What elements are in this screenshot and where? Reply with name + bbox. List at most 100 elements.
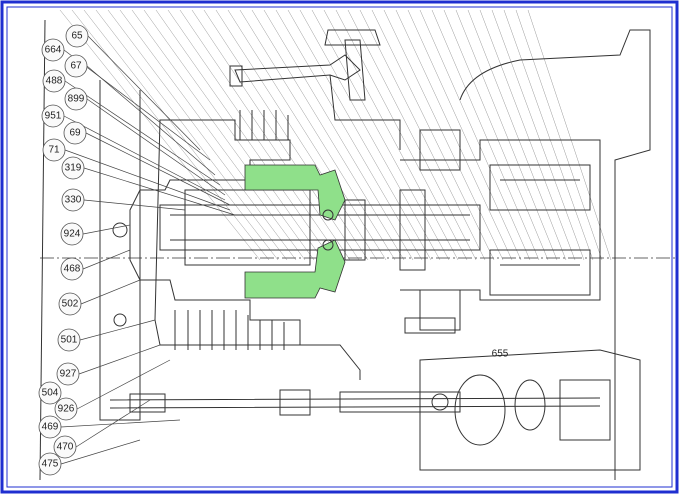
upper-green-part	[244, 164, 346, 221]
svg-text:655: 655	[492, 349, 509, 360]
part-label: 664	[41, 38, 65, 62]
part-label: 469	[38, 415, 62, 439]
svg-text:71: 71	[48, 145, 60, 156]
part-label: 71	[42, 138, 66, 162]
part-label: 69	[63, 121, 87, 145]
leader-line	[82, 224, 131, 235]
hatch-line	[431, 9, 540, 261]
svg-text:475: 475	[42, 459, 59, 470]
leader-line	[63, 49, 211, 161]
svg-text:470: 470	[57, 442, 74, 453]
hatch-line	[467, 9, 567, 261]
hatch-line	[71, 9, 270, 261]
hatch-line	[311, 9, 450, 261]
leader-line	[86, 65, 216, 176]
hatch-line	[419, 9, 531, 261]
svg-text:488: 488	[46, 76, 63, 87]
part-labels: 65 664 67 488 899 951 69 71 319 330 924 …	[38, 24, 509, 476]
part-label: 319	[61, 156, 85, 180]
hatch-line	[239, 9, 396, 261]
hatch-line	[323, 9, 459, 261]
leader-lines	[60, 35, 236, 465]
hatch-line	[371, 9, 495, 261]
svg-text:469: 469	[42, 422, 59, 433]
lower-green-part	[244, 239, 346, 299]
part-label: 924	[60, 222, 84, 246]
hatch-line	[107, 9, 297, 261]
hatch-line	[347, 9, 477, 261]
hatch-line	[299, 9, 441, 261]
leader-line	[79, 319, 156, 341]
leader-line	[86, 98, 226, 196]
part-label: 951	[41, 104, 65, 128]
hatch-line	[395, 9, 513, 261]
part-label: 502	[58, 292, 82, 316]
part-label: 468	[60, 257, 84, 281]
svg-text:951: 951	[45, 111, 62, 122]
hatch-line	[455, 9, 558, 261]
leader-line	[75, 399, 151, 448]
svg-text:330: 330	[65, 195, 82, 206]
svg-text:504: 504	[42, 388, 59, 399]
leader-line	[78, 344, 161, 375]
svg-text:924: 924	[64, 229, 81, 240]
hatch-line	[95, 9, 288, 261]
hatch-line	[167, 9, 342, 261]
hatch-line	[503, 9, 594, 261]
part-label: 504	[38, 381, 62, 405]
part-label: 926	[54, 397, 78, 421]
svg-text:468: 468	[64, 264, 81, 275]
svg-text:67: 67	[70, 61, 82, 72]
leader-line	[76, 359, 171, 410]
leader-line	[60, 419, 181, 428]
hatch-line	[407, 9, 522, 261]
svg-text:502: 502	[62, 299, 79, 310]
radiating-hatch-lines	[59, 9, 612, 261]
svg-text:65: 65	[71, 31, 83, 42]
leader-line	[83, 199, 186, 211]
part-label: 899	[64, 87, 88, 111]
highlighted-parts	[244, 164, 346, 299]
part-label: 927	[56, 362, 80, 386]
hatch-line	[287, 9, 432, 261]
leader-line	[63, 115, 226, 201]
hatch-line	[83, 9, 279, 261]
hatch-line	[203, 9, 369, 261]
part-label: 488	[42, 69, 66, 93]
part-label: 330	[61, 188, 85, 212]
svg-text:69: 69	[69, 128, 81, 139]
leader-line	[64, 149, 231, 211]
hatch-line	[443, 9, 549, 261]
hatch-line	[491, 9, 585, 261]
hatch-line	[215, 9, 378, 261]
leader-line	[83, 167, 236, 216]
hatch-line	[143, 9, 324, 261]
inner-frame	[6, 6, 673, 488]
assembly-outline	[39, 19, 675, 481]
callout-655: 655	[492, 349, 509, 360]
hatch-line	[155, 9, 333, 261]
hatch-line	[275, 9, 423, 261]
hatch-line	[515, 9, 603, 261]
svg-text:899: 899	[68, 94, 85, 105]
hatch-line	[527, 9, 612, 261]
part-label: 65	[65, 24, 89, 48]
hatch-line	[263, 9, 414, 261]
leader-line	[64, 80, 221, 186]
hatch-line	[251, 9, 405, 261]
hatch-line	[179, 9, 351, 261]
leader-line	[60, 439, 141, 465]
part-label: 470	[53, 435, 77, 459]
leader-line	[82, 249, 131, 270]
svg-text:927: 927	[60, 369, 77, 380]
hatch-line	[359, 9, 486, 261]
leader-line	[85, 132, 231, 206]
hatch-line	[335, 9, 468, 261]
part-label: 67	[64, 54, 88, 78]
hatch-line	[383, 9, 504, 261]
leader-line	[87, 35, 201, 151]
svg-text:664: 664	[45, 45, 62, 56]
